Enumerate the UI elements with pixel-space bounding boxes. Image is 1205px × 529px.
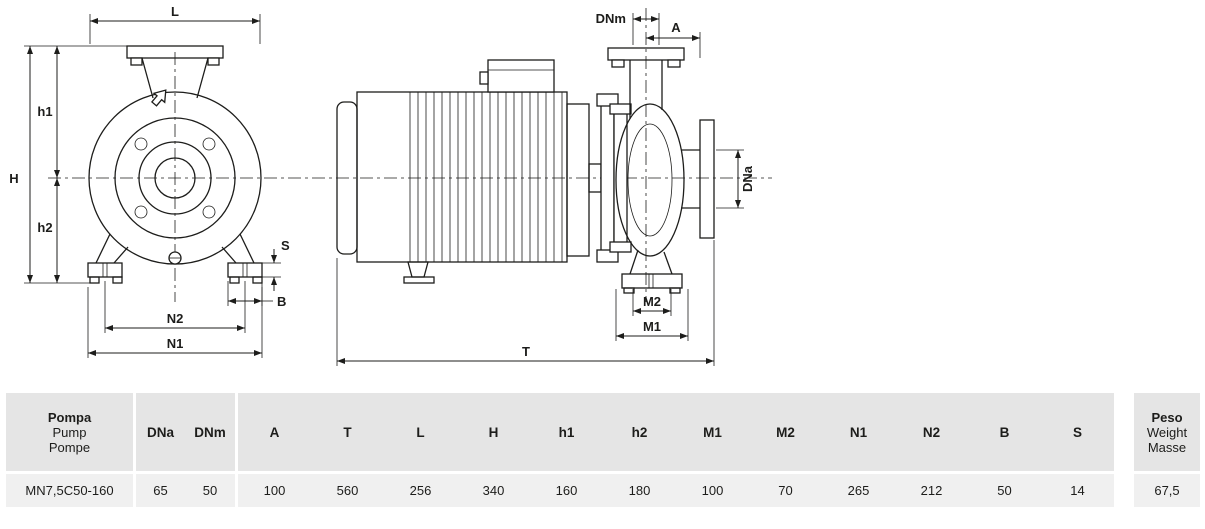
dim-label-M1: M1 xyxy=(643,319,661,334)
value-cell-DNa: 65 xyxy=(133,474,185,507)
table-data-row: MN7,5C50-160 65 50 100 560 256 340 160 1… xyxy=(6,474,1200,507)
dim-label-L: L xyxy=(171,4,179,19)
value-cell-M1: 100 xyxy=(676,474,749,507)
dim-label-S: S xyxy=(281,238,290,253)
header-cell-M2: M2 xyxy=(749,393,822,471)
dim-label-N1: N1 xyxy=(167,336,184,351)
header-cell-h2: h2 xyxy=(603,393,676,471)
header-cell-A: A xyxy=(235,393,311,471)
value-cell-H: 340 xyxy=(457,474,530,507)
weight-header-french: Masse xyxy=(1147,439,1187,455)
weight-header-italian: Peso xyxy=(1151,409,1183,425)
dim-label-N2: N2 xyxy=(167,311,184,326)
weight-column-header: Peso Weight Masse xyxy=(1114,393,1200,471)
dimension-table-section: Pompa Pump Pompe DNa DNm A T L H h1 h2 M… xyxy=(0,390,1205,510)
header-cell-N1: N1 xyxy=(822,393,895,471)
value-cell-L: 256 xyxy=(384,474,457,507)
header-cell-S: S xyxy=(1041,393,1114,471)
dim-label-DNa: DNa xyxy=(740,165,755,192)
value-cell-weight: 67,5 xyxy=(1114,474,1200,507)
value-cell-T: 560 xyxy=(311,474,384,507)
header-cell-T: T xyxy=(311,393,384,471)
dim-label-H: H xyxy=(9,171,18,186)
pump-header-english: Pump xyxy=(52,424,87,440)
pump-header-french: Pompe xyxy=(48,439,91,455)
dim-label-A: A xyxy=(671,20,681,35)
header-cell-DNm: DNm xyxy=(185,393,235,471)
header-cell-N2: N2 xyxy=(895,393,968,471)
value-cell-h2: 180 xyxy=(603,474,676,507)
dim-label-h2: h2 xyxy=(37,220,52,235)
pump-column-header: Pompa Pump Pompe xyxy=(6,393,133,471)
dim-label-DNm: DNm xyxy=(596,11,626,26)
value-cell-A: 100 xyxy=(235,474,311,507)
front-view-outline xyxy=(87,45,263,284)
value-cell-N2: 212 xyxy=(895,474,968,507)
pump-name-cell: MN7,5C50-160 xyxy=(6,474,133,507)
dimension-table: Pompa Pump Pompe DNa DNm A T L H h1 h2 M… xyxy=(6,390,1200,510)
value-cell-S: 14 xyxy=(1041,474,1114,507)
weight-header-english: Weight xyxy=(1146,424,1188,440)
pump-header-italian: Pompa xyxy=(47,409,92,425)
motor-cooling-fins xyxy=(409,92,563,262)
header-cell-h1: h1 xyxy=(530,393,603,471)
drawing-area: L H h1 h2 S B N2 N1 xyxy=(9,4,772,366)
terminal-box xyxy=(487,59,555,93)
value-cell-N1: 265 xyxy=(822,474,895,507)
dim-label-M2: M2 xyxy=(643,294,661,309)
value-cell-M2: 70 xyxy=(749,474,822,507)
header-cell-DNa: DNa xyxy=(133,393,185,471)
pump-technical-drawing: L H h1 h2 S B N2 N1 xyxy=(9,4,772,366)
header-cell-B: B xyxy=(968,393,1041,471)
flow-arrow-icon xyxy=(151,89,167,107)
dim-label-B: B xyxy=(277,294,286,309)
front-view-dimensions: L H h1 h2 S B N2 N1 xyxy=(9,4,290,358)
dim-label-T: T xyxy=(522,344,530,359)
header-cell-H: H xyxy=(457,393,530,471)
header-cell-M1: M1 xyxy=(676,393,749,471)
value-cell-h1: 160 xyxy=(530,474,603,507)
dim-label-h1: h1 xyxy=(37,104,52,119)
side-view-dimensions: DNm A DNa M2 M1 T xyxy=(336,11,755,366)
value-cell-DNm: 50 xyxy=(185,474,235,507)
table-header-row: Pompa Pump Pompe DNa DNm A T L H h1 h2 M… xyxy=(6,393,1200,471)
side-view-outline xyxy=(336,47,715,294)
value-cell-B: 50 xyxy=(968,474,1041,507)
header-cell-L: L xyxy=(384,393,457,471)
